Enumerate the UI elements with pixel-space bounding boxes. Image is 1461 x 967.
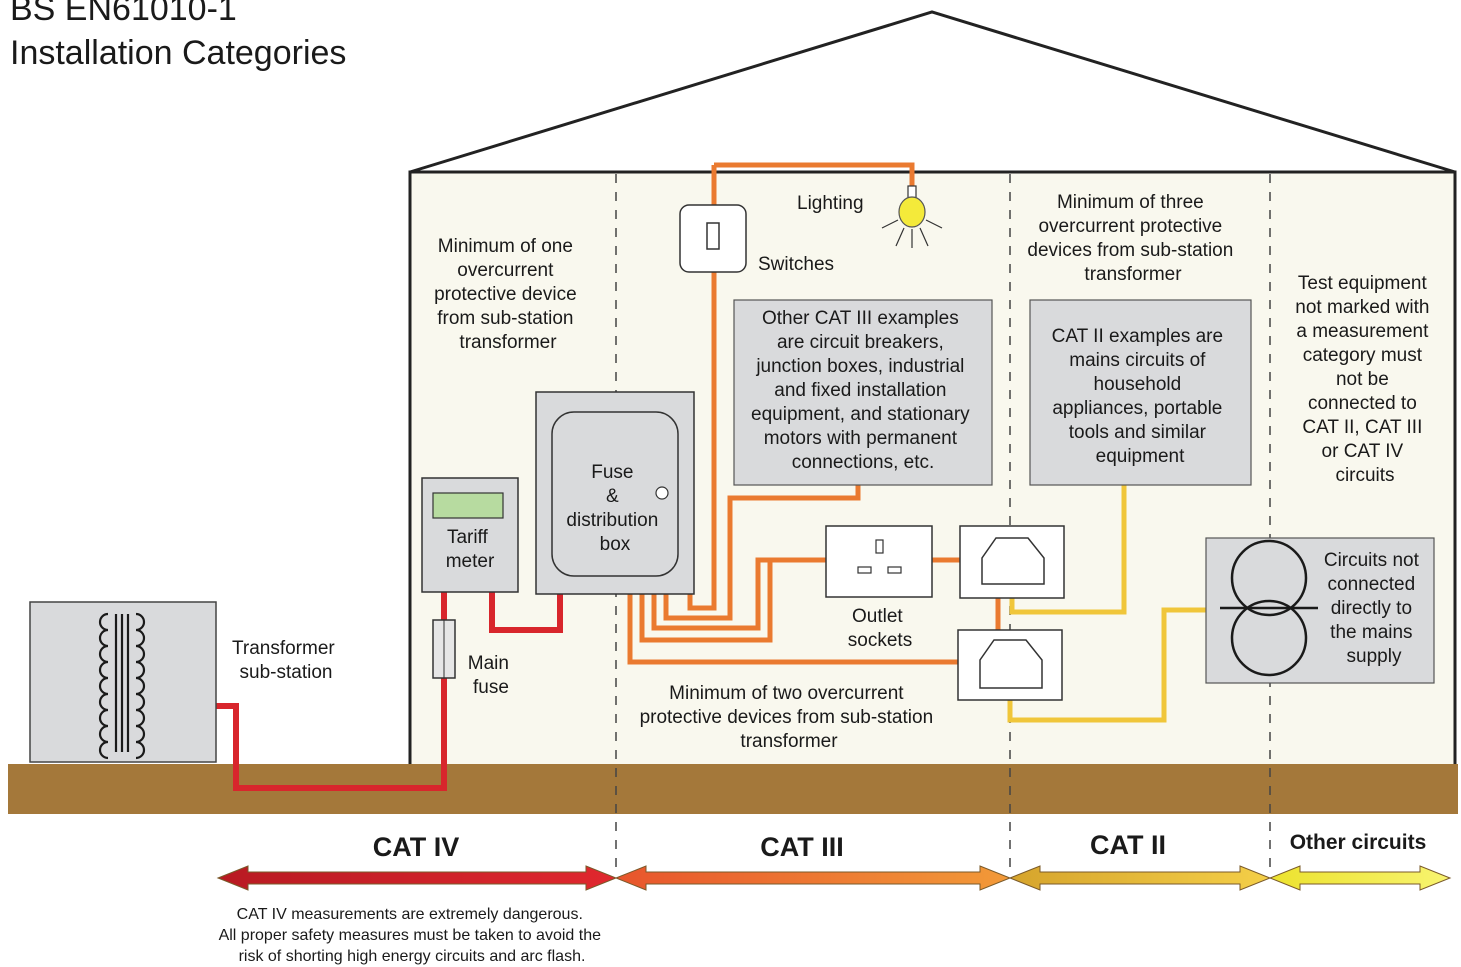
lighting-label: Lighting [797, 193, 864, 214]
fuse-distribution-box [535, 391, 695, 595]
outlet-socket [825, 525, 933, 598]
iec-inlet-icon [979, 639, 1043, 689]
cat-iii-arrow [614, 865, 1012, 891]
title-line-2: Installation Categories [10, 34, 346, 72]
cat-ii-arrow [1008, 865, 1272, 891]
fuse-box-label: Fuse & distribution box [566, 462, 663, 555]
cat-iii-minimum-note: Minimum of two overcurrent protective de… [640, 683, 939, 752]
cat-ii-wiring [1007, 485, 1206, 723]
cat-ii-examples-text: CAT II examples are mains circuits of ho… [1052, 326, 1229, 467]
house-roof [409, 10, 1456, 174]
light-bulb-icon [881, 185, 943, 248]
cat-iv-wiring [216, 592, 563, 791]
cat-iv-minimum-note: Minimum of one overcurrent protective de… [434, 236, 582, 353]
outlet-sockets-label: Outlet sockets [848, 606, 912, 651]
fuse-box-lock-icon [655, 486, 669, 500]
other-circuits-label: Other circuits [1290, 831, 1427, 854]
cat-iii-label: CAT III [760, 832, 844, 862]
cat-ii-examples-box [1029, 299, 1252, 486]
isolated-circuits-box [1205, 537, 1435, 684]
cat-iii-wiring [627, 162, 1001, 665]
switch-toggle-icon [706, 222, 720, 250]
cat-iii-examples-text: Other CAT III examples are circuit break… [751, 308, 975, 473]
socket-neutral-pin-icon [887, 566, 902, 574]
cat-iii-examples-box [733, 299, 993, 486]
transformer-coil-icon [98, 612, 146, 760]
appliance-inlet-upper [959, 525, 1065, 599]
cat-ii-minimum-note: Minimum of three overcurrent protective … [1027, 192, 1238, 285]
circuits-not-connected-label: Circuits not connected directly to the m… [1324, 550, 1424, 667]
ground [8, 764, 1458, 814]
light-switch [679, 204, 747, 273]
tariff-meter [421, 477, 519, 593]
switches-label: Switches [758, 254, 834, 275]
iec-inlet-icon [981, 537, 1045, 585]
appliance-inlet-lower [957, 629, 1063, 701]
transformer-substation [29, 601, 217, 763]
cat-iv-warning: CAT IV measurements are extremely danger… [219, 906, 606, 965]
other-circuits-note: Test equipment not marked with a measure… [1295, 273, 1434, 486]
socket-live-pin-icon [857, 566, 872, 574]
tariff-meter-label: Tariff meter [446, 527, 495, 572]
cat-ii-label: CAT II [1090, 830, 1166, 860]
isolation-transformer-icon [1220, 539, 1318, 677]
cat-iv-label: CAT IV [373, 832, 460, 862]
title-line-1: BS EN61010-1 [10, 0, 237, 28]
meter-display-icon [432, 492, 504, 519]
other-circuits-arrow [1268, 865, 1452, 891]
cat-iv-arrow [216, 865, 618, 891]
socket-earth-pin-icon [875, 539, 884, 554]
category-arrows [216, 865, 1452, 891]
transformer-label: Transformer sub-station [232, 638, 340, 683]
main-fuse-label: Main fuse [468, 653, 514, 698]
